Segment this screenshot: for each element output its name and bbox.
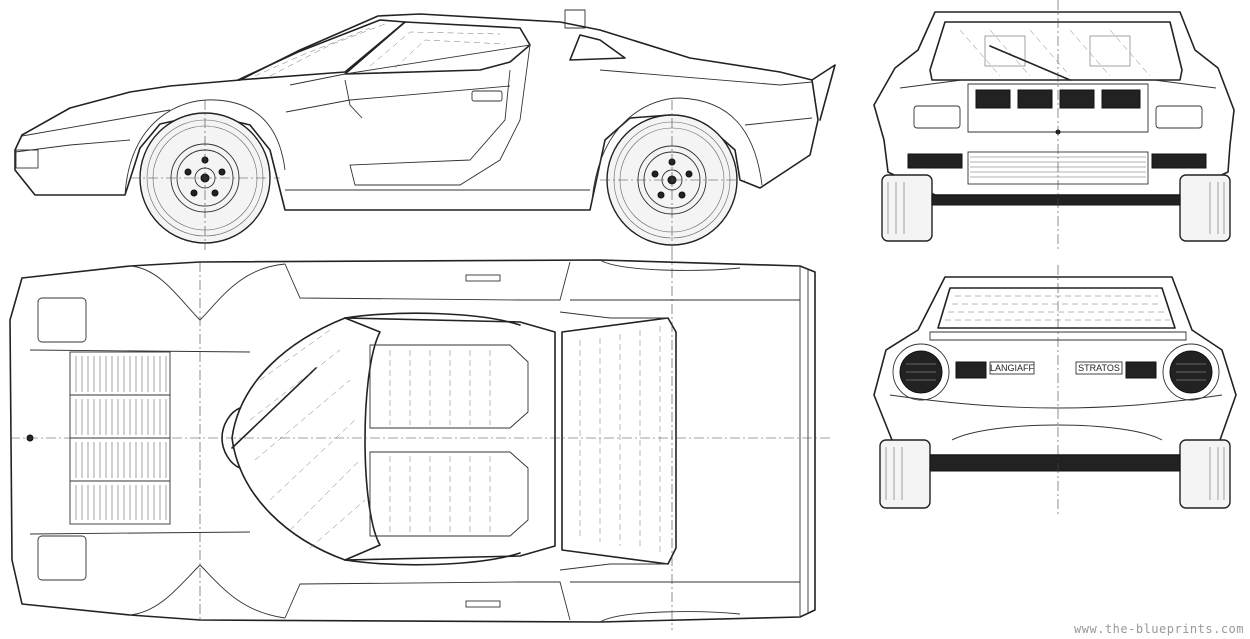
front-view bbox=[873, 0, 1235, 250]
door-handle bbox=[471, 90, 503, 102]
top-rear-window bbox=[561, 317, 677, 565]
rear-badge-right-text: STRATOS bbox=[1078, 363, 1120, 373]
top-view bbox=[9, 250, 830, 630]
side-view bbox=[14, 9, 836, 250]
rear-lamp-right bbox=[1162, 343, 1220, 401]
rear-badge-left-text: LANGIAFF bbox=[990, 363, 1035, 373]
top-body-outline bbox=[9, 259, 816, 623]
rear-lamp-left bbox=[892, 343, 950, 401]
rear-view: LANGIAFF STRATOS bbox=[873, 265, 1237, 515]
rear-badge-left bbox=[989, 361, 1035, 375]
top-windscreen bbox=[231, 317, 381, 561]
rear-badge-right bbox=[1075, 361, 1123, 375]
watermark: www.the-blueprints.com bbox=[1074, 622, 1244, 636]
